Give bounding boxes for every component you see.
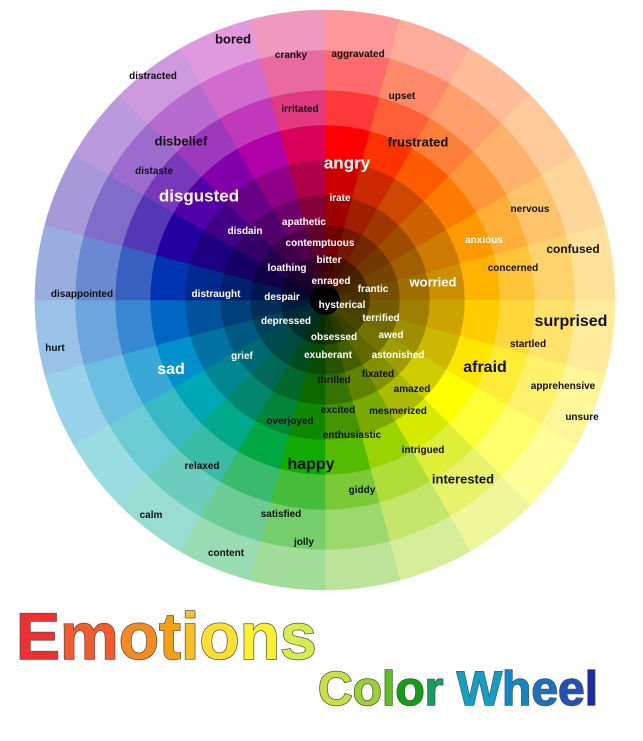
emotion-label-contemptuous: contemptuous bbox=[285, 238, 355, 249]
emotion-label-startled: startled bbox=[509, 339, 547, 350]
emotion-label-unsure: unsure bbox=[565, 412, 599, 423]
emotion-label-content: content bbox=[207, 548, 245, 559]
emotion-label-confused: confused bbox=[546, 242, 600, 256]
emotion-label-disdain: disdain bbox=[227, 226, 263, 237]
emotion-label-satisfied: satisfied bbox=[260, 509, 302, 520]
title-letter: h bbox=[501, 663, 532, 716]
title-letter: W bbox=[456, 663, 503, 716]
emotion-label-excited: excited bbox=[320, 405, 356, 416]
emotion-label-distaste: distaste bbox=[135, 166, 173, 177]
emotion-label-terrified: terrified bbox=[362, 313, 400, 324]
emotion-label-mesmerized: mesmerized bbox=[369, 406, 427, 417]
emotion-label-overjoyed: overjoyed bbox=[266, 416, 314, 427]
title-letter bbox=[443, 663, 456, 716]
emotion-label-hysterical: hysterical bbox=[318, 300, 366, 311]
emotion-color-wheel bbox=[34, 9, 616, 591]
wheel-segment bbox=[324, 89, 380, 132]
wheel-segment bbox=[114, 299, 157, 355]
emotion-label-surprised: surprised bbox=[534, 313, 608, 330]
title-letter: C bbox=[317, 663, 353, 716]
emotion-label-disbelief: disbelief bbox=[154, 133, 208, 149]
emotion-label-thrilled: thrilled bbox=[317, 375, 351, 386]
emotion-label-hurt: hurt bbox=[45, 343, 65, 354]
emotion-label-jolly: jolly bbox=[293, 537, 315, 548]
emotion-label-apprehensive: apprehensive bbox=[530, 381, 596, 392]
title-letter: l bbox=[584, 663, 599, 716]
title-letter: s bbox=[279, 599, 317, 673]
title-color-wheel: Color Wheel bbox=[317, 663, 599, 716]
emotion-label-giddy: giddy bbox=[348, 485, 376, 496]
wheel-segment bbox=[249, 9, 326, 59]
emotion-label-disappointed: disappointed bbox=[50, 289, 114, 300]
emotion-label-exuberant: exuberant bbox=[304, 350, 352, 361]
emotion-label-depressed: depressed bbox=[260, 316, 312, 327]
emotion-label-disgusted: disgusted bbox=[158, 186, 240, 206]
emotion-label-enthusiastic: enthusiastic bbox=[322, 430, 382, 441]
emotion-label-irritated: irritated bbox=[281, 104, 319, 115]
emotion-label-amazed: amazed bbox=[393, 384, 431, 395]
emotion-label-bitter: bitter bbox=[316, 255, 342, 266]
wheel-segment bbox=[270, 468, 326, 511]
title-emotions: Emotions bbox=[15, 602, 317, 670]
emotion-label-afraid: afraid bbox=[463, 359, 507, 376]
emotion-label-distraught: distraught bbox=[191, 289, 241, 300]
title-letter: e bbox=[531, 663, 559, 716]
emotion-label-enraged: enraged bbox=[311, 276, 351, 287]
emotion-label-worried: worried bbox=[409, 274, 457, 290]
emotion-label-angry: angry bbox=[323, 153, 371, 173]
emotion-label-interested: interested bbox=[431, 471, 495, 487]
emotion-label-distracted: distracted bbox=[129, 71, 177, 82]
emotion-label-irate: irate bbox=[329, 193, 351, 204]
emotion-label-awed: awed bbox=[378, 330, 404, 341]
emotion-label-apathetic: apathetic bbox=[282, 217, 326, 228]
wheel-segment bbox=[527, 299, 576, 366]
emotion-label-grief: grief bbox=[231, 351, 253, 362]
wheel-segment bbox=[324, 502, 391, 551]
emotion-label-sad: sad bbox=[157, 361, 185, 378]
emotion-label-loathing: loathing bbox=[267, 263, 307, 274]
title-letter: e bbox=[557, 663, 585, 716]
emotion-label-bored: bored bbox=[214, 31, 252, 47]
title-letter: o bbox=[395, 663, 426, 716]
title-letter: o bbox=[352, 663, 383, 716]
emotion-label-frustrated: frustrated bbox=[387, 134, 449, 150]
emotion-label-anxious: anxious bbox=[465, 235, 503, 246]
emotion-label-happy: happy bbox=[287, 456, 335, 473]
emotion-label-upset: upset bbox=[388, 91, 416, 102]
title-letter: m bbox=[59, 599, 119, 673]
emotion-label-calm: calm bbox=[139, 510, 163, 521]
wheel-segment bbox=[74, 299, 123, 366]
title-letter: o bbox=[118, 599, 160, 673]
emotion-label-intrigued: intrigued bbox=[401, 445, 445, 456]
wheel-center bbox=[310, 285, 340, 315]
title-letter: i bbox=[180, 599, 200, 673]
emotion-label-concerned: concerned bbox=[487, 263, 539, 274]
title-letter: t bbox=[158, 599, 182, 673]
title-letter: r bbox=[424, 663, 444, 716]
emotion-label-obsessed: obsessed bbox=[310, 332, 358, 343]
emotion-label-fixated: fixated bbox=[361, 369, 395, 380]
title-letter: E bbox=[15, 599, 61, 673]
emotion-label-nervous: nervous bbox=[510, 204, 550, 215]
emotion-label-frantic: frantic bbox=[357, 284, 389, 295]
emotion-label-relaxed: relaxed bbox=[184, 461, 220, 472]
emotion-label-cranky: cranky bbox=[274, 50, 308, 61]
title-letter: n bbox=[239, 599, 281, 673]
wheel-segment bbox=[114, 245, 157, 301]
emotion-label-aggravated: aggravated bbox=[331, 49, 385, 60]
title-letter: o bbox=[199, 599, 241, 673]
emotion-label-despair: despair bbox=[264, 292, 300, 303]
emotion-label-astonished: astonished bbox=[371, 350, 425, 361]
title-letter: l bbox=[381, 663, 396, 716]
